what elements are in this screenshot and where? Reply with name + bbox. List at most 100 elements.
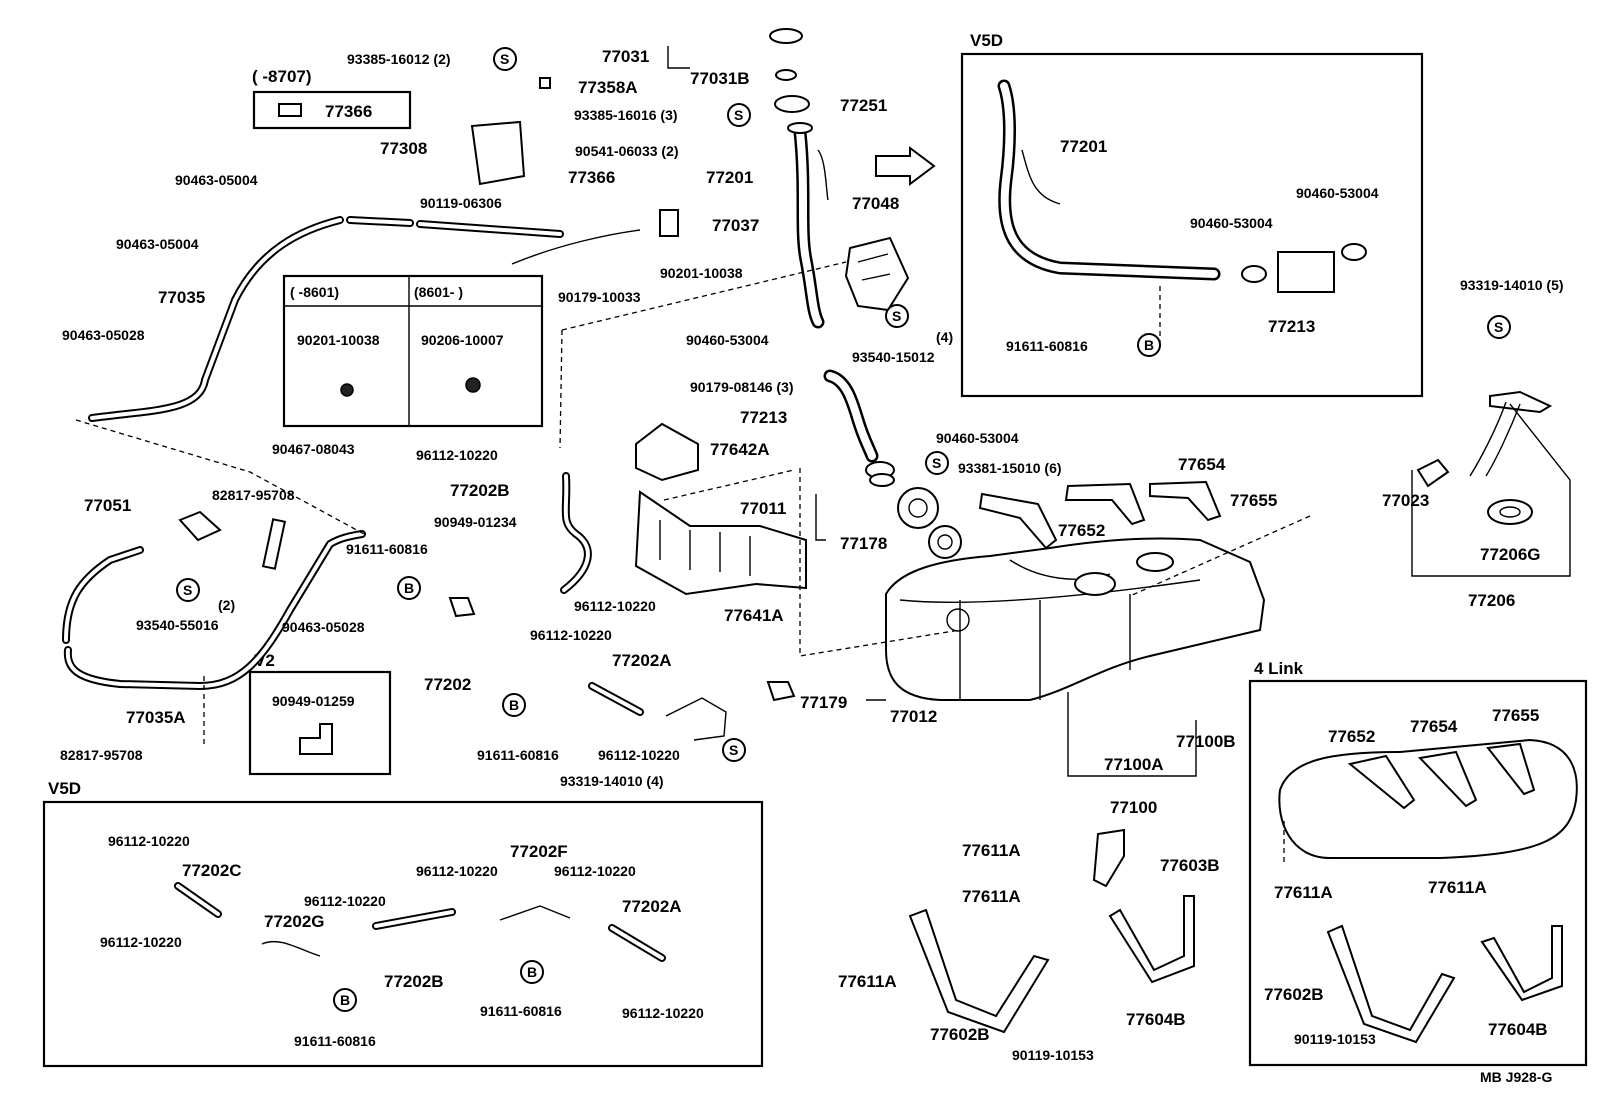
label-bottom-96112-10220-3: 96112-10220 [304,893,386,909]
label-90541-06033: 90541-06033 (2) [575,143,679,159]
svg-text:S: S [729,742,738,758]
label-82817-95708-a: 82817-95708 [212,487,295,503]
svg-text:S: S [734,107,743,123]
label-77611a-2: 77611A [962,887,1021,906]
marker-s-5: S [176,578,200,602]
label-77611a-3: 77611A [838,972,897,991]
label-4link-77652: 77652 [1328,727,1375,746]
marker-b-3: B [1137,333,1161,357]
label-77011: 77011 [740,499,786,518]
label-91611-60816-a: 91611-60816 [346,541,428,557]
label-v5d-77213: 77213 [1268,317,1315,336]
label-93319-14010-4: 93319-14010 (4) [560,773,664,789]
marker-s-6: S [722,738,746,762]
label-77213: 77213 [740,408,787,427]
label-90119-10153: 90119-10153 [1012,1047,1094,1063]
label-77655: 77655 [1230,491,1277,510]
four-link-header: 4 Link [1254,659,1304,678]
label-77023: 77023 [1382,491,1429,510]
label-bottom-77202g: 77202G [264,912,325,931]
label-bottom-96112-10220-1: 96112-10220 [108,833,190,849]
svg-text:B: B [340,992,350,1008]
v5d-top-header: V5D [970,31,1003,50]
label-bottom-91611-60816-1: 91611-60816 [480,1003,562,1019]
svg-text:B: B [404,580,414,596]
label-90179-10033: 90179-10033 [558,289,641,305]
label-90119-06306: 90119-06306 [420,195,502,211]
label-4link-77602b: 77602B [1264,985,1324,1004]
label-77251: 77251 [840,96,887,115]
svg-text:B: B [509,697,519,713]
range-col2-header: (8601- ) [414,284,463,300]
four-link-inset-box [1248,679,1588,1067]
label-77031b: 77031B [690,69,750,88]
svg-text:S: S [183,582,192,598]
label-bottom-77202b: 77202B [384,972,444,991]
label-90463-05004-b: 90463-05004 [116,236,199,252]
fuel-tank [885,537,1266,701]
label-93540-15012: 93540-15012 [852,349,935,365]
label-77206: 77206 [1468,591,1515,610]
label-77012: 77012 [890,707,937,726]
label-77051: 77051 [84,496,131,515]
label-93319-14010-5: 93319-14010 (5) [1460,277,1564,293]
label-77366: 77366 [568,168,615,187]
range-label-box [252,90,412,130]
label-77641a: 77641A [724,606,784,625]
label-v5d-90460-53004-b: 90460-53004 [1190,215,1273,231]
label-77308: 77308 [380,139,427,158]
label-bottom-96112-10220-6: 96112-10220 [622,1005,704,1021]
marker-s-7: S [1487,315,1511,339]
label-96112-10220-d: 96112-10220 [598,747,680,763]
label-77604b: 77604B [1126,1010,1186,1029]
label-bottom-77202f: 77202F [510,842,568,861]
label-77100a: 77100A [1104,755,1164,774]
label-90467-08043: 90467-08043 [272,441,355,457]
label-93385-16016: 93385-16016 (3) [574,107,678,123]
label-4link-90119-10153: 90119-10153 [1294,1031,1376,1047]
label-93540-55016: 93540-55016 [136,617,219,633]
label-v5d-91611-60816: 91611-60816 [1006,338,1088,354]
label-77652: 77652 [1058,521,1105,540]
label-93385-16012: 93385-16012 (2) [347,51,451,67]
label-77035a: 77035A [126,708,186,727]
label-77178: 77178 [840,534,887,553]
label-bottom-96112-10220-5: 96112-10220 [554,863,636,879]
label-82817-95708-b: 82817-95708 [60,747,143,763]
label-77654: 77654 [1178,455,1226,474]
label-90460-53004-b: 90460-53004 [936,430,1019,446]
label-93540-55016-qty: (2) [218,597,235,613]
marker-s-1: S [493,47,517,71]
label-77100: 77100 [1110,798,1157,817]
label-77037: 77037 [712,216,759,235]
label-77201: 77201 [706,168,753,187]
label-96112-10220-c: 96112-10220 [530,627,612,643]
label-bottom-77202c: 77202C [182,861,242,880]
label-77366-box: 77366 [325,102,372,121]
label-96112-10220-a: 96112-10220 [416,447,498,463]
tank-protector [634,490,807,596]
svg-text:S: S [892,308,901,324]
label-77035: 77035 [158,288,205,307]
label-90463-05028-a: 90463-05028 [62,327,145,343]
marker-s-3: S [885,304,909,328]
marker-b-1: B [397,576,421,600]
range-inset-box [282,274,544,428]
marker-b-2: B [502,693,526,717]
marker-s-4: S [925,451,949,475]
label-4link-77611a-1: 77611A [1274,883,1333,902]
svg-text:S: S [1494,319,1503,335]
label-77179: 77179 [800,693,847,712]
v2-inset-box [248,670,392,776]
label-v5d-90460-53004-a: 90460-53004 [1296,185,1379,201]
label-bottom-96112-10220-4: 96112-10220 [416,863,498,879]
label-77611a-1: 77611A [962,841,1021,860]
label-90949-01234: 90949-01234 [434,514,517,530]
label-90179-08146: 90179-08146 (3) [690,379,794,395]
label-90460-53004-a: 90460-53004 [686,332,769,348]
svg-text:B: B [527,964,537,980]
label-91611-60816-b: 91611-60816 [477,747,559,763]
label-bottom-96112-10220-2: 96112-10220 [100,934,182,950]
label-77642a: 77642A [710,440,770,459]
